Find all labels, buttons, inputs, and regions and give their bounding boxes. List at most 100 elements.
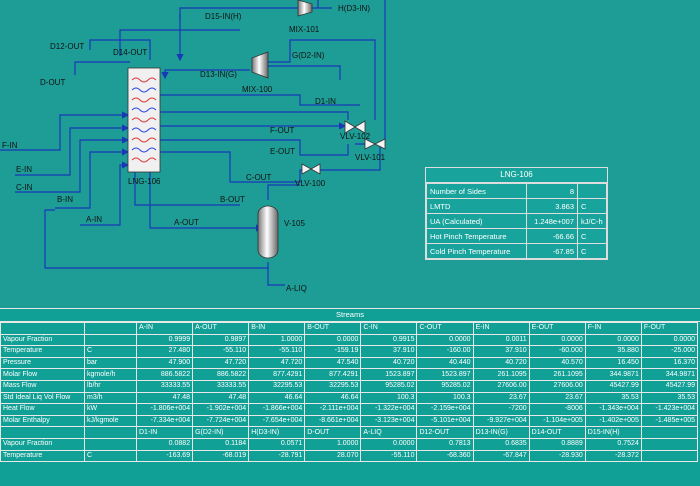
property-unit: kgmole/h — [84, 368, 137, 381]
label-mix-101: MIX-101 — [289, 25, 320, 34]
property-name: Molar Enthalpy — [0, 414, 85, 428]
heat-exchanger-lng-106[interactable] — [127, 67, 161, 173]
property-value: 47.48 — [192, 391, 250, 405]
stream-column-header: C-IN — [360, 322, 418, 335]
property-value: -163.69 — [135, 449, 194, 463]
label-mix-100: MIX-100 — [242, 85, 273, 94]
label-b-in: B-IN — [57, 195, 73, 204]
stream-column-header: A-IN — [135, 322, 194, 335]
property-value: -1.322e+004 — [360, 403, 418, 416]
stream-column-header: H(D3-IN) — [248, 426, 306, 439]
label-g-d2-in: G(D2-IN) — [292, 51, 325, 60]
property-value: 0.0000 — [640, 333, 699, 347]
lng-panel-unit: C — [577, 228, 607, 244]
label-a-in: A-IN — [86, 215, 102, 224]
property-value: -68.019 — [192, 449, 250, 463]
property-value: 1523.897 — [360, 368, 418, 381]
lng-panel-value: 8 — [526, 183, 578, 199]
stream-column-header: B-IN — [248, 322, 306, 335]
property-name: Temperature — [0, 449, 85, 463]
property-value: -28.791 — [248, 449, 306, 463]
stream-column-header: C-OUT — [416, 322, 474, 335]
property-unit: C — [84, 449, 137, 463]
property-value: -60.000 — [528, 345, 586, 358]
property-value: -28.930 — [528, 449, 586, 463]
property-value: 0.9897 — [192, 333, 250, 347]
property-value: 886.5822 — [135, 368, 194, 381]
label-a-out: A-OUT — [174, 218, 199, 227]
property-value: 0.0011 — [472, 333, 530, 347]
property-value: 32295.53 — [304, 379, 362, 393]
lng-panel-label: Number of Sides — [426, 183, 527, 199]
property-name: Molar Flow — [0, 368, 85, 381]
stream-column-header — [640, 426, 699, 439]
property-value: 0.0000 — [528, 333, 586, 347]
property-value: -3.123e+004 — [360, 414, 418, 428]
stream-column-header: E-OUT — [528, 322, 586, 335]
property-value: 27606.00 — [472, 379, 530, 393]
lng-panel-unit: kJ/C-h — [577, 213, 607, 229]
mixer-mix-100[interactable] — [251, 51, 269, 79]
property-value: -1.902e+004 — [192, 403, 250, 416]
property-value: 40.720 — [360, 356, 418, 370]
property-unit — [84, 437, 137, 451]
mixer-mix-101[interactable] — [297, 0, 313, 17]
stream-column-header — [0, 426, 85, 439]
stream-column-header: B-OUT — [304, 322, 362, 335]
property-unit: kW — [84, 403, 137, 416]
property-value: -1.866e+004 — [248, 403, 306, 416]
streams-title: Streams — [0, 309, 700, 322]
lng-panel-label: LMTD — [426, 198, 527, 214]
lng-panel-value: 3.863 — [526, 198, 578, 214]
property-value: 95285.02 — [416, 379, 474, 393]
property-value: 0.0000 — [584, 333, 642, 347]
stream-column-header: E-IN — [472, 322, 530, 335]
valve-vlv-102[interactable] — [344, 120, 366, 134]
property-value: 35.53 — [640, 391, 699, 405]
valve-vlv-101[interactable] — [364, 138, 386, 150]
label-d14-out: D14-OUT — [113, 48, 147, 57]
lng-panel-value: 1.248e+007 — [526, 213, 578, 229]
property-value: 40.440 — [416, 356, 474, 370]
label-b-out: B-OUT — [220, 195, 245, 204]
stream-column-header: D1-IN — [135, 426, 194, 439]
property-value: 1523.897 — [416, 368, 474, 381]
property-value: -7.654e+004 — [248, 414, 306, 428]
property-value: 0.0571 — [248, 437, 306, 451]
stream-lines — [0, 0, 386, 286]
label-d1-in: D1-IN — [315, 97, 336, 106]
property-value: 0.7524 — [584, 437, 642, 451]
property-value: -2.159e+004 — [416, 403, 474, 416]
property-value: 47.720 — [248, 356, 306, 370]
property-value: 23.67 — [472, 391, 530, 405]
stream-column-header: A-OUT — [192, 322, 250, 335]
property-unit: lb/hr — [84, 379, 137, 393]
valve-vlv-100[interactable] — [301, 163, 321, 175]
property-value: 28.070 — [304, 449, 362, 463]
label-c-in: C-IN — [16, 183, 33, 192]
property-unit: C — [84, 345, 137, 358]
property-value: 47.540 — [304, 356, 362, 370]
separator-v-105[interactable] — [257, 205, 279, 259]
property-value: 16.450 — [584, 356, 642, 370]
property-value: 261.1095 — [472, 368, 530, 381]
stream-column-header: D15-IN(H) — [584, 426, 642, 439]
label-d12-out: D12-OUT — [50, 42, 84, 51]
property-value — [640, 449, 699, 463]
label-d13-in-g: D13-IN(G) — [200, 70, 237, 79]
property-unit — [84, 333, 137, 347]
property-value: 35.53 — [584, 391, 642, 405]
property-value: 877.4291 — [304, 368, 362, 381]
property-value: 100.3 — [360, 391, 418, 405]
property-name: Std Ideal Liq Vol Flow — [0, 391, 85, 405]
property-value: -7200 — [472, 403, 530, 416]
property-value: 0.1184 — [192, 437, 250, 451]
property-value: 46.64 — [248, 391, 306, 405]
